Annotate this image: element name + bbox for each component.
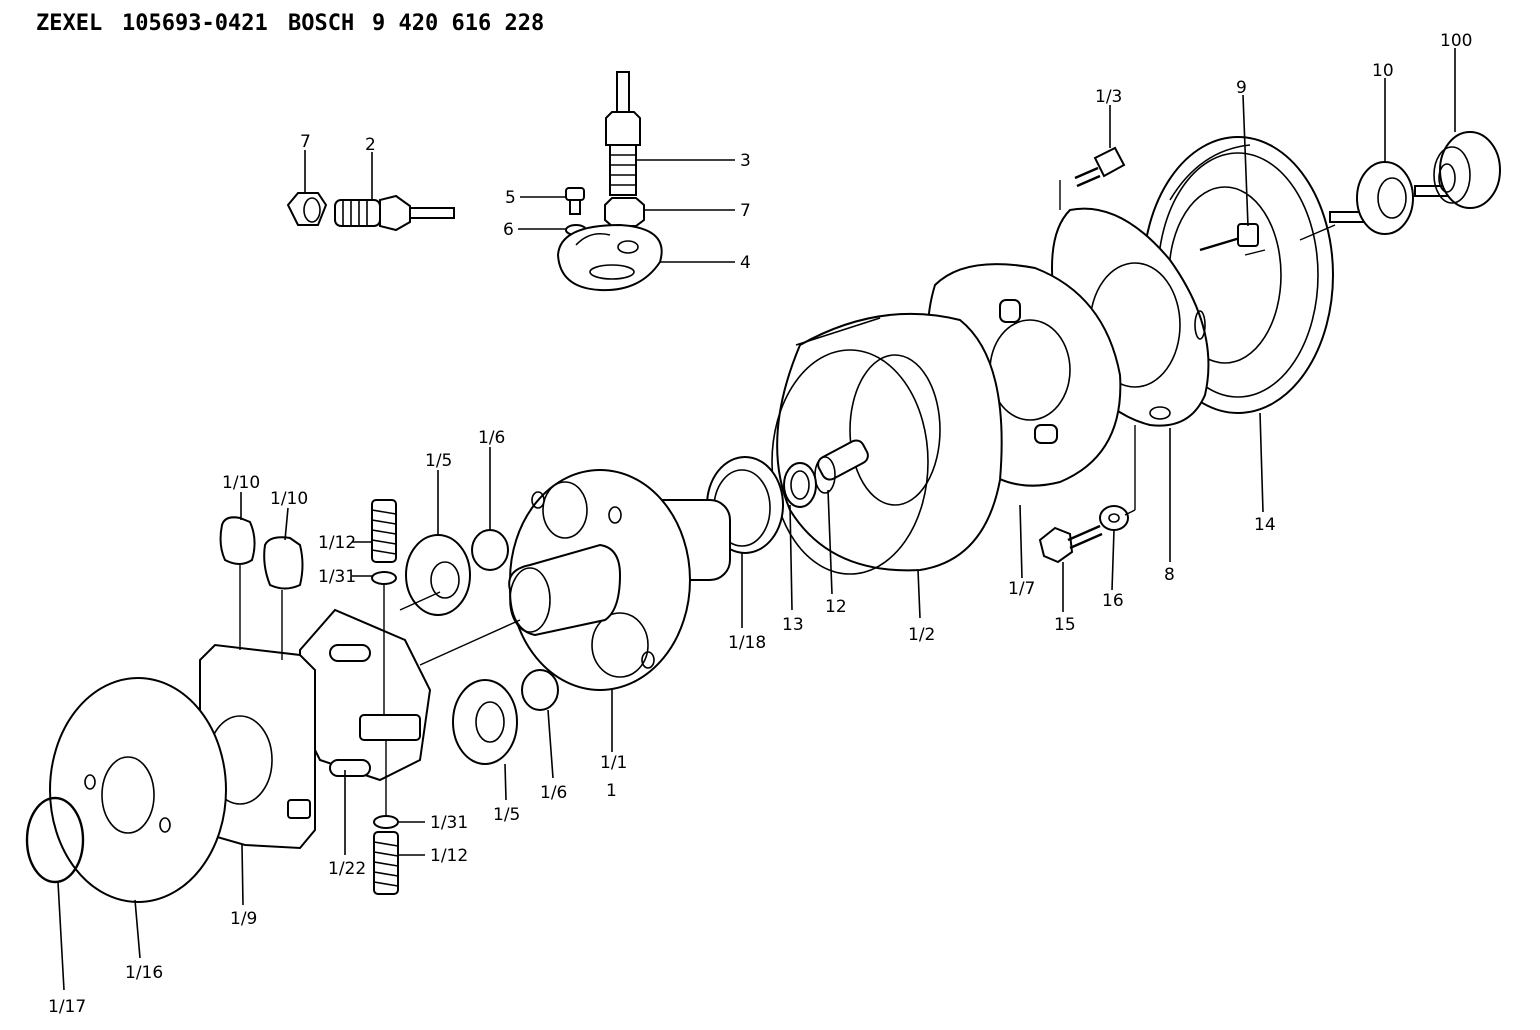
callout-1-17: 1/17 bbox=[48, 997, 86, 1017]
callout-9: 9 bbox=[1236, 78, 1247, 98]
part-lever-4 bbox=[556, 223, 663, 292]
callout-1-3: 1/3 bbox=[1095, 87, 1122, 107]
callout-1-9: 1/9 bbox=[230, 909, 257, 929]
part-drum-1-2 bbox=[771, 312, 1003, 575]
callout-1-6-bottom: 1/6 bbox=[540, 783, 567, 803]
part-adjuster-2 bbox=[334, 194, 455, 232]
callout-labels: 7 2 3 5 7 6 4 1/3 9 10 100 1/10 1/10 1/5… bbox=[48, 31, 1472, 1017]
part-flange-1-1 bbox=[508, 469, 731, 691]
callout-1-31-bottom: 1/31 bbox=[430, 813, 468, 833]
callout-1-16: 1/16 bbox=[125, 963, 163, 983]
callout-1-5-bottom: 1/5 bbox=[493, 805, 520, 825]
part-nut-7 bbox=[286, 192, 328, 226]
callout-2: 2 bbox=[365, 135, 376, 155]
oem-label: BOSCH bbox=[288, 11, 354, 36]
part-plug-100 bbox=[1433, 131, 1501, 209]
part-bolt-1-3 bbox=[1074, 146, 1126, 188]
callout-1-1: 1/1 bbox=[600, 753, 627, 773]
part-bolt-15 bbox=[1038, 524, 1103, 564]
callout-1-22: 1/22 bbox=[328, 859, 366, 879]
part-spring-1-12-bottom bbox=[373, 831, 399, 895]
callout-1-10-right: 1/10 bbox=[270, 489, 308, 509]
part-ring-13 bbox=[783, 462, 817, 508]
callout-1-12-top: 1/12 bbox=[318, 533, 356, 553]
part-bush-1-6-top bbox=[471, 529, 509, 571]
callout-12: 12 bbox=[825, 597, 847, 617]
callout-10: 10 bbox=[1372, 61, 1394, 81]
zexel-part-number: 105693-0421 bbox=[122, 11, 268, 36]
part-washer-16 bbox=[1099, 505, 1129, 531]
brand-label: ZEXEL bbox=[36, 11, 102, 36]
callout-1-12-bottom: 1/12 bbox=[430, 846, 468, 866]
callout-1: 1 bbox=[606, 781, 617, 801]
callout-16: 16 bbox=[1102, 591, 1124, 611]
callout-8: 8 bbox=[1164, 565, 1175, 585]
part-bolt-9 bbox=[1199, 223, 1259, 252]
part-block-1-10-left bbox=[219, 516, 256, 565]
part-screw-3 bbox=[605, 71, 641, 196]
callout-1-10-left: 1/10 bbox=[222, 473, 260, 493]
part-roller-1-5-bottom bbox=[452, 679, 518, 765]
leader-lines bbox=[57, 48, 1456, 991]
callout-1-5-top: 1/5 bbox=[425, 451, 452, 471]
part-block-1-10-right bbox=[263, 536, 304, 590]
callout-1-18: 1/18 bbox=[728, 633, 766, 653]
callout-100: 100 bbox=[1440, 31, 1472, 51]
callout-13: 13 bbox=[782, 615, 804, 635]
callout-6: 6 bbox=[503, 220, 514, 240]
part-washer-1-31-top bbox=[371, 571, 397, 585]
callout-1-7: 1/7 bbox=[1008, 579, 1035, 599]
callout-4: 4 bbox=[740, 253, 751, 273]
part-screw-5 bbox=[565, 187, 585, 215]
part-spring-1-12-top bbox=[371, 499, 397, 563]
oem-part-number: 9 420 616 228 bbox=[372, 11, 544, 36]
callout-7-nut: 7 bbox=[300, 132, 311, 152]
callout-5: 5 bbox=[505, 188, 516, 208]
callout-7-nut-b: 7 bbox=[740, 201, 751, 221]
part-snap-ring-1-17 bbox=[25, 796, 85, 884]
part-adjuster-10 bbox=[1329, 161, 1456, 235]
callout-1-31-top: 1/31 bbox=[318, 567, 356, 587]
part-nut-7b bbox=[604, 197, 645, 227]
callout-1-2: 1/2 bbox=[908, 625, 935, 645]
callout-3: 3 bbox=[740, 151, 751, 171]
callout-1-6-top: 1/6 bbox=[478, 428, 505, 448]
part-bush-1-6-bottom bbox=[521, 669, 559, 711]
part-cover-1-16 bbox=[49, 677, 227, 903]
callout-15: 15 bbox=[1054, 615, 1076, 635]
part-yoke-1-22 bbox=[299, 608, 432, 782]
callout-14: 14 bbox=[1254, 515, 1276, 535]
assembly-lines bbox=[239, 180, 1336, 815]
part-washer-1-31-bottom bbox=[373, 815, 399, 829]
